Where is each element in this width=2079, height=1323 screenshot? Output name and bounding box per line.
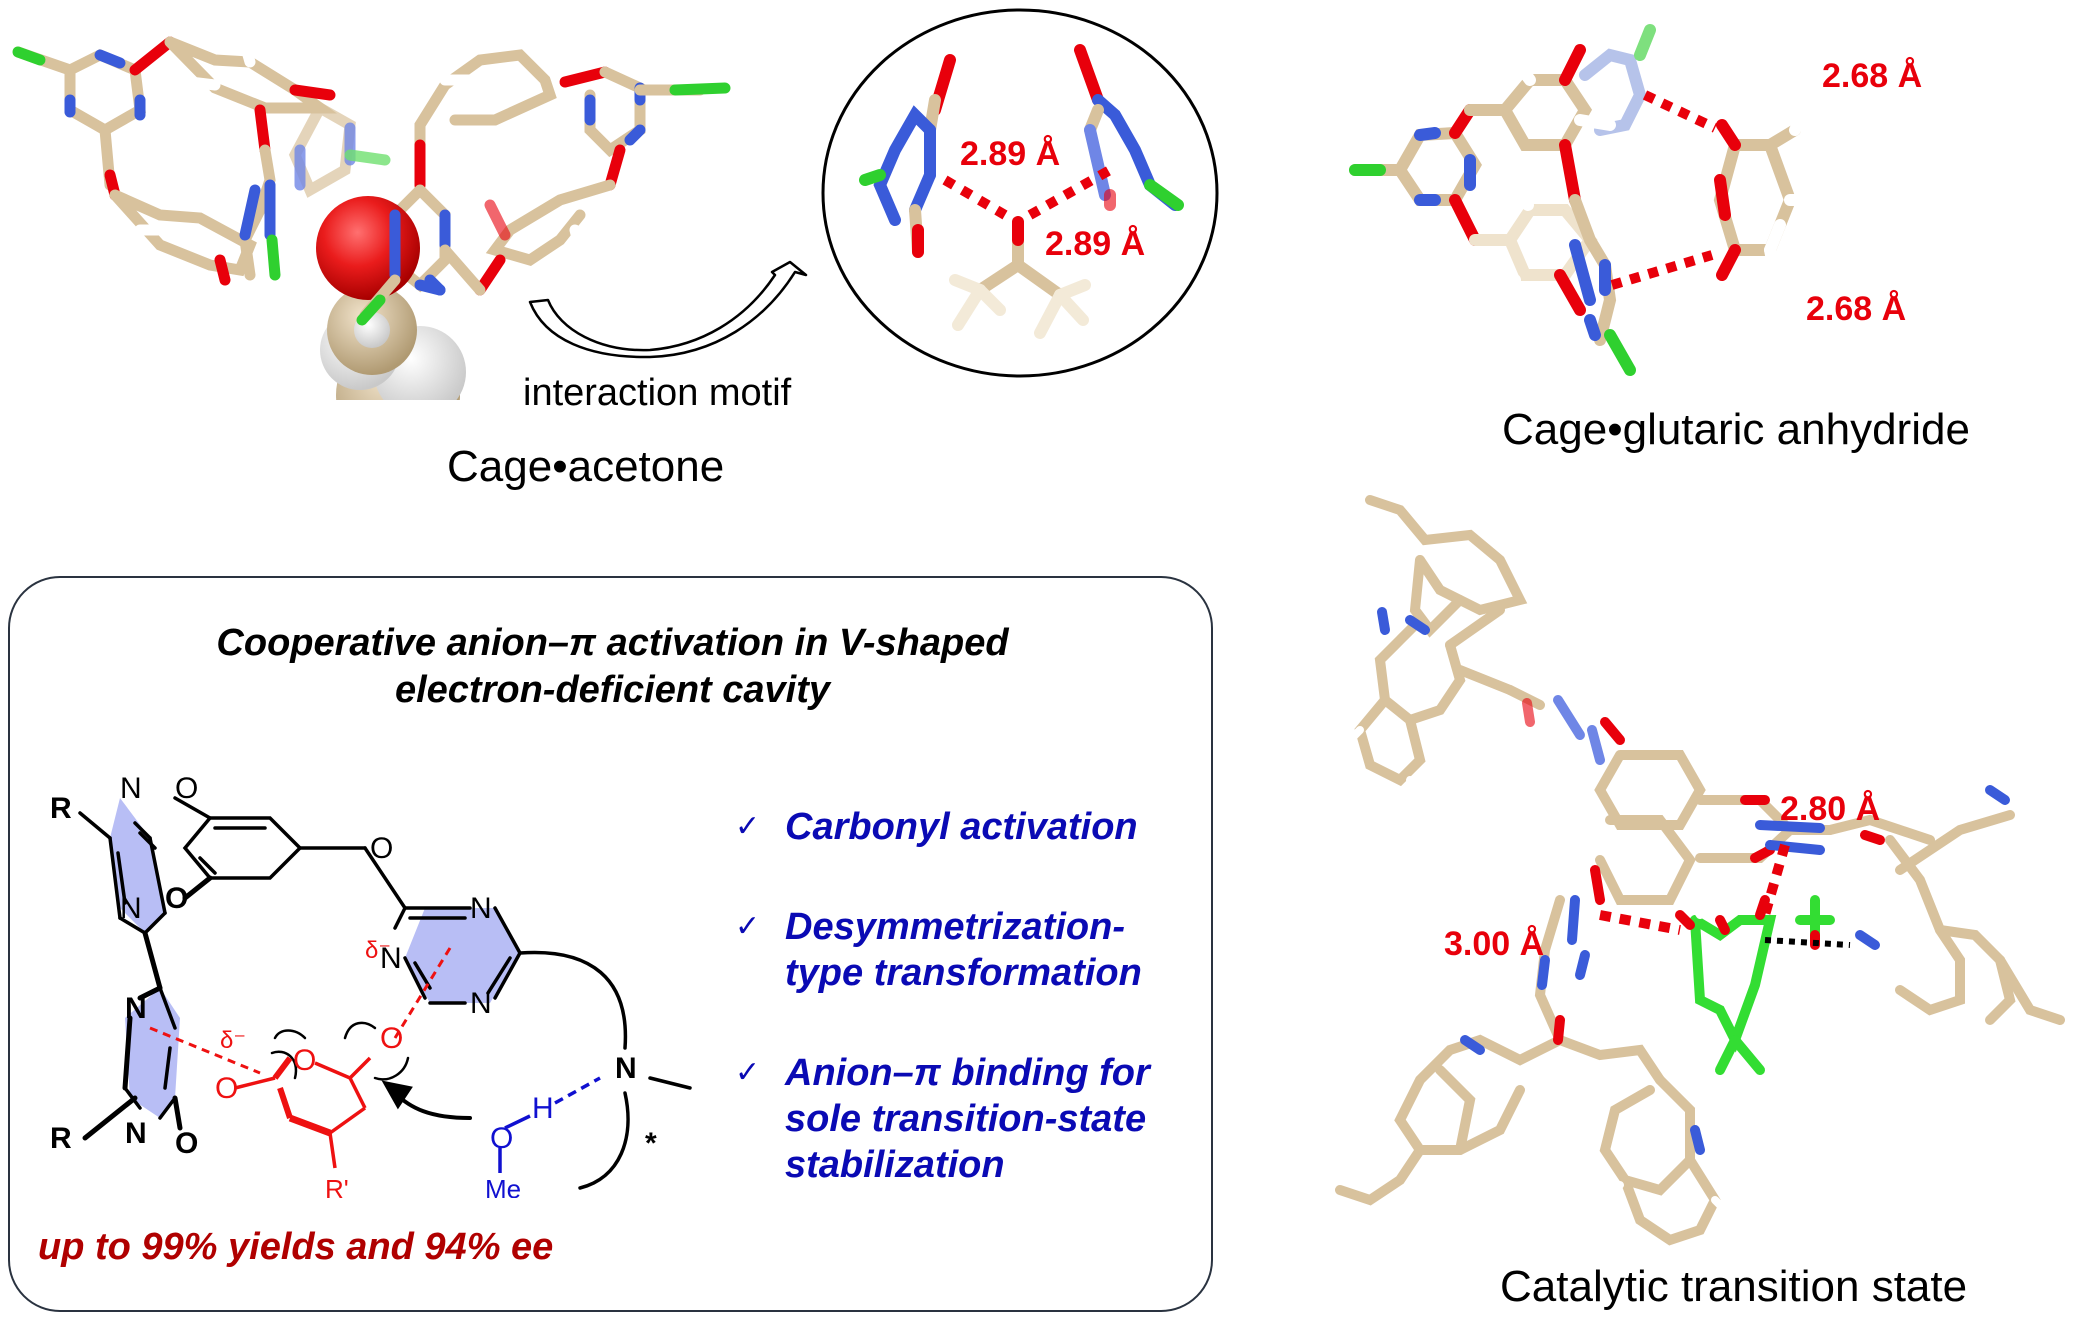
triazine-fill-right (405, 908, 520, 1003)
methanol-h: H (532, 1092, 554, 1125)
transition-state-caption: Catalytic transition state (1500, 1262, 1968, 1311)
star-label: * (645, 1127, 657, 1160)
anhydride-o: O (293, 1044, 316, 1077)
interaction-motif-label: interaction motif (523, 372, 792, 414)
aryl-ring-lower (109, 189, 257, 286)
interaction-arrow-icon (528, 260, 808, 359)
motif-distance-label: 2.89 Å (1045, 225, 1146, 263)
anhydride-o: O (380, 1022, 403, 1055)
anhydride-contact-upper (1642, 90, 1718, 133)
panel-title: Cooperative anion–π activation in V-shap… (10, 620, 1215, 714)
yield-summary: up to 99% yields and 94% ee (38, 1226, 554, 1268)
triazine-ring-left (12, 36, 176, 201)
checklist-item-carbonyl-activation: ✓ Carbonyl activation (735, 806, 1138, 848)
atom-n: N (470, 987, 492, 1020)
ts-contact-280 (1760, 843, 1790, 917)
anhydride-distance-label: 2.68 Å (1806, 290, 1907, 328)
cage-acetone-caption: Cage•acetone (447, 442, 725, 491)
ts-distance-label: 3.00 Å (1444, 925, 1545, 963)
atom-n: N (125, 992, 147, 1025)
atom-n: N (470, 892, 492, 925)
anhydride-distance-label: 2.68 Å (1822, 57, 1923, 95)
r-prime-label: R' (325, 1174, 349, 1198)
atom-o: O (370, 832, 393, 865)
checkmark-icon: ✓ (735, 1056, 761, 1089)
anhydride-o: O (215, 1072, 238, 1105)
substituent-r-top: R (50, 792, 72, 825)
motif-distance-label: 2.89 Å (960, 135, 1061, 173)
summary-panel: Cooperative anion–π activation in V-shap… (8, 576, 1213, 1312)
mechanism-scheme: R R N N N N O O O O N N N N * δ⁻ δ⁻ O O … (50, 772, 692, 1198)
delta-minus-left: δ⁻ (220, 1027, 246, 1054)
cage-right-half (389, 24, 731, 296)
atom-n: N (380, 942, 402, 975)
amine-n: N (615, 1052, 637, 1085)
motif-circle (821, 8, 1219, 378)
ts-hbond (1764, 937, 1851, 948)
atom-o: O (165, 882, 188, 915)
atom-n: N (125, 1117, 147, 1150)
atom-n: N (120, 772, 142, 805)
checkmark-icon: ✓ (735, 910, 761, 943)
cage-acetone-model (12, 24, 808, 400)
checkmark-icon: ✓ (735, 810, 761, 843)
methanol-o: O (490, 1122, 513, 1155)
ts-distance-label: 2.80 Å (1780, 790, 1881, 828)
aryl-ring-upper (164, 36, 338, 156)
atom-o: O (175, 772, 198, 805)
motif-contact-left (942, 175, 1008, 220)
cage-glutaric-anhydride-caption: Cage•glutaric anhydride (1502, 405, 1970, 454)
methanol-me: Me (485, 1174, 521, 1198)
checklist-item-desymmetrization: ✓ Desymmetrization- type transformation (735, 906, 1142, 994)
motif-contact-right (1027, 165, 1113, 220)
feature-checklist: ✓ Carbonyl activation ✓ Desymmetrization… (735, 804, 1215, 1242)
substituent-r-bottom: R (50, 1122, 72, 1155)
panel-title-line-2: electron-deficient cavity (394, 669, 831, 711)
ts-contact-300 (1599, 910, 1681, 935)
atom-o: O (175, 1127, 198, 1160)
checklist-item-anion-pi-binding: ✓ Anion–π binding for sole transition-st… (735, 1052, 1150, 1186)
anhydride-contact-lower (1610, 250, 1714, 290)
panel-title-line-1: Cooperative anion–π activation in V-shap… (216, 622, 1009, 664)
delta-minus-right: δ⁻ (365, 937, 391, 964)
atom-n: N (120, 892, 142, 925)
triazine-ring-center (239, 102, 391, 281)
